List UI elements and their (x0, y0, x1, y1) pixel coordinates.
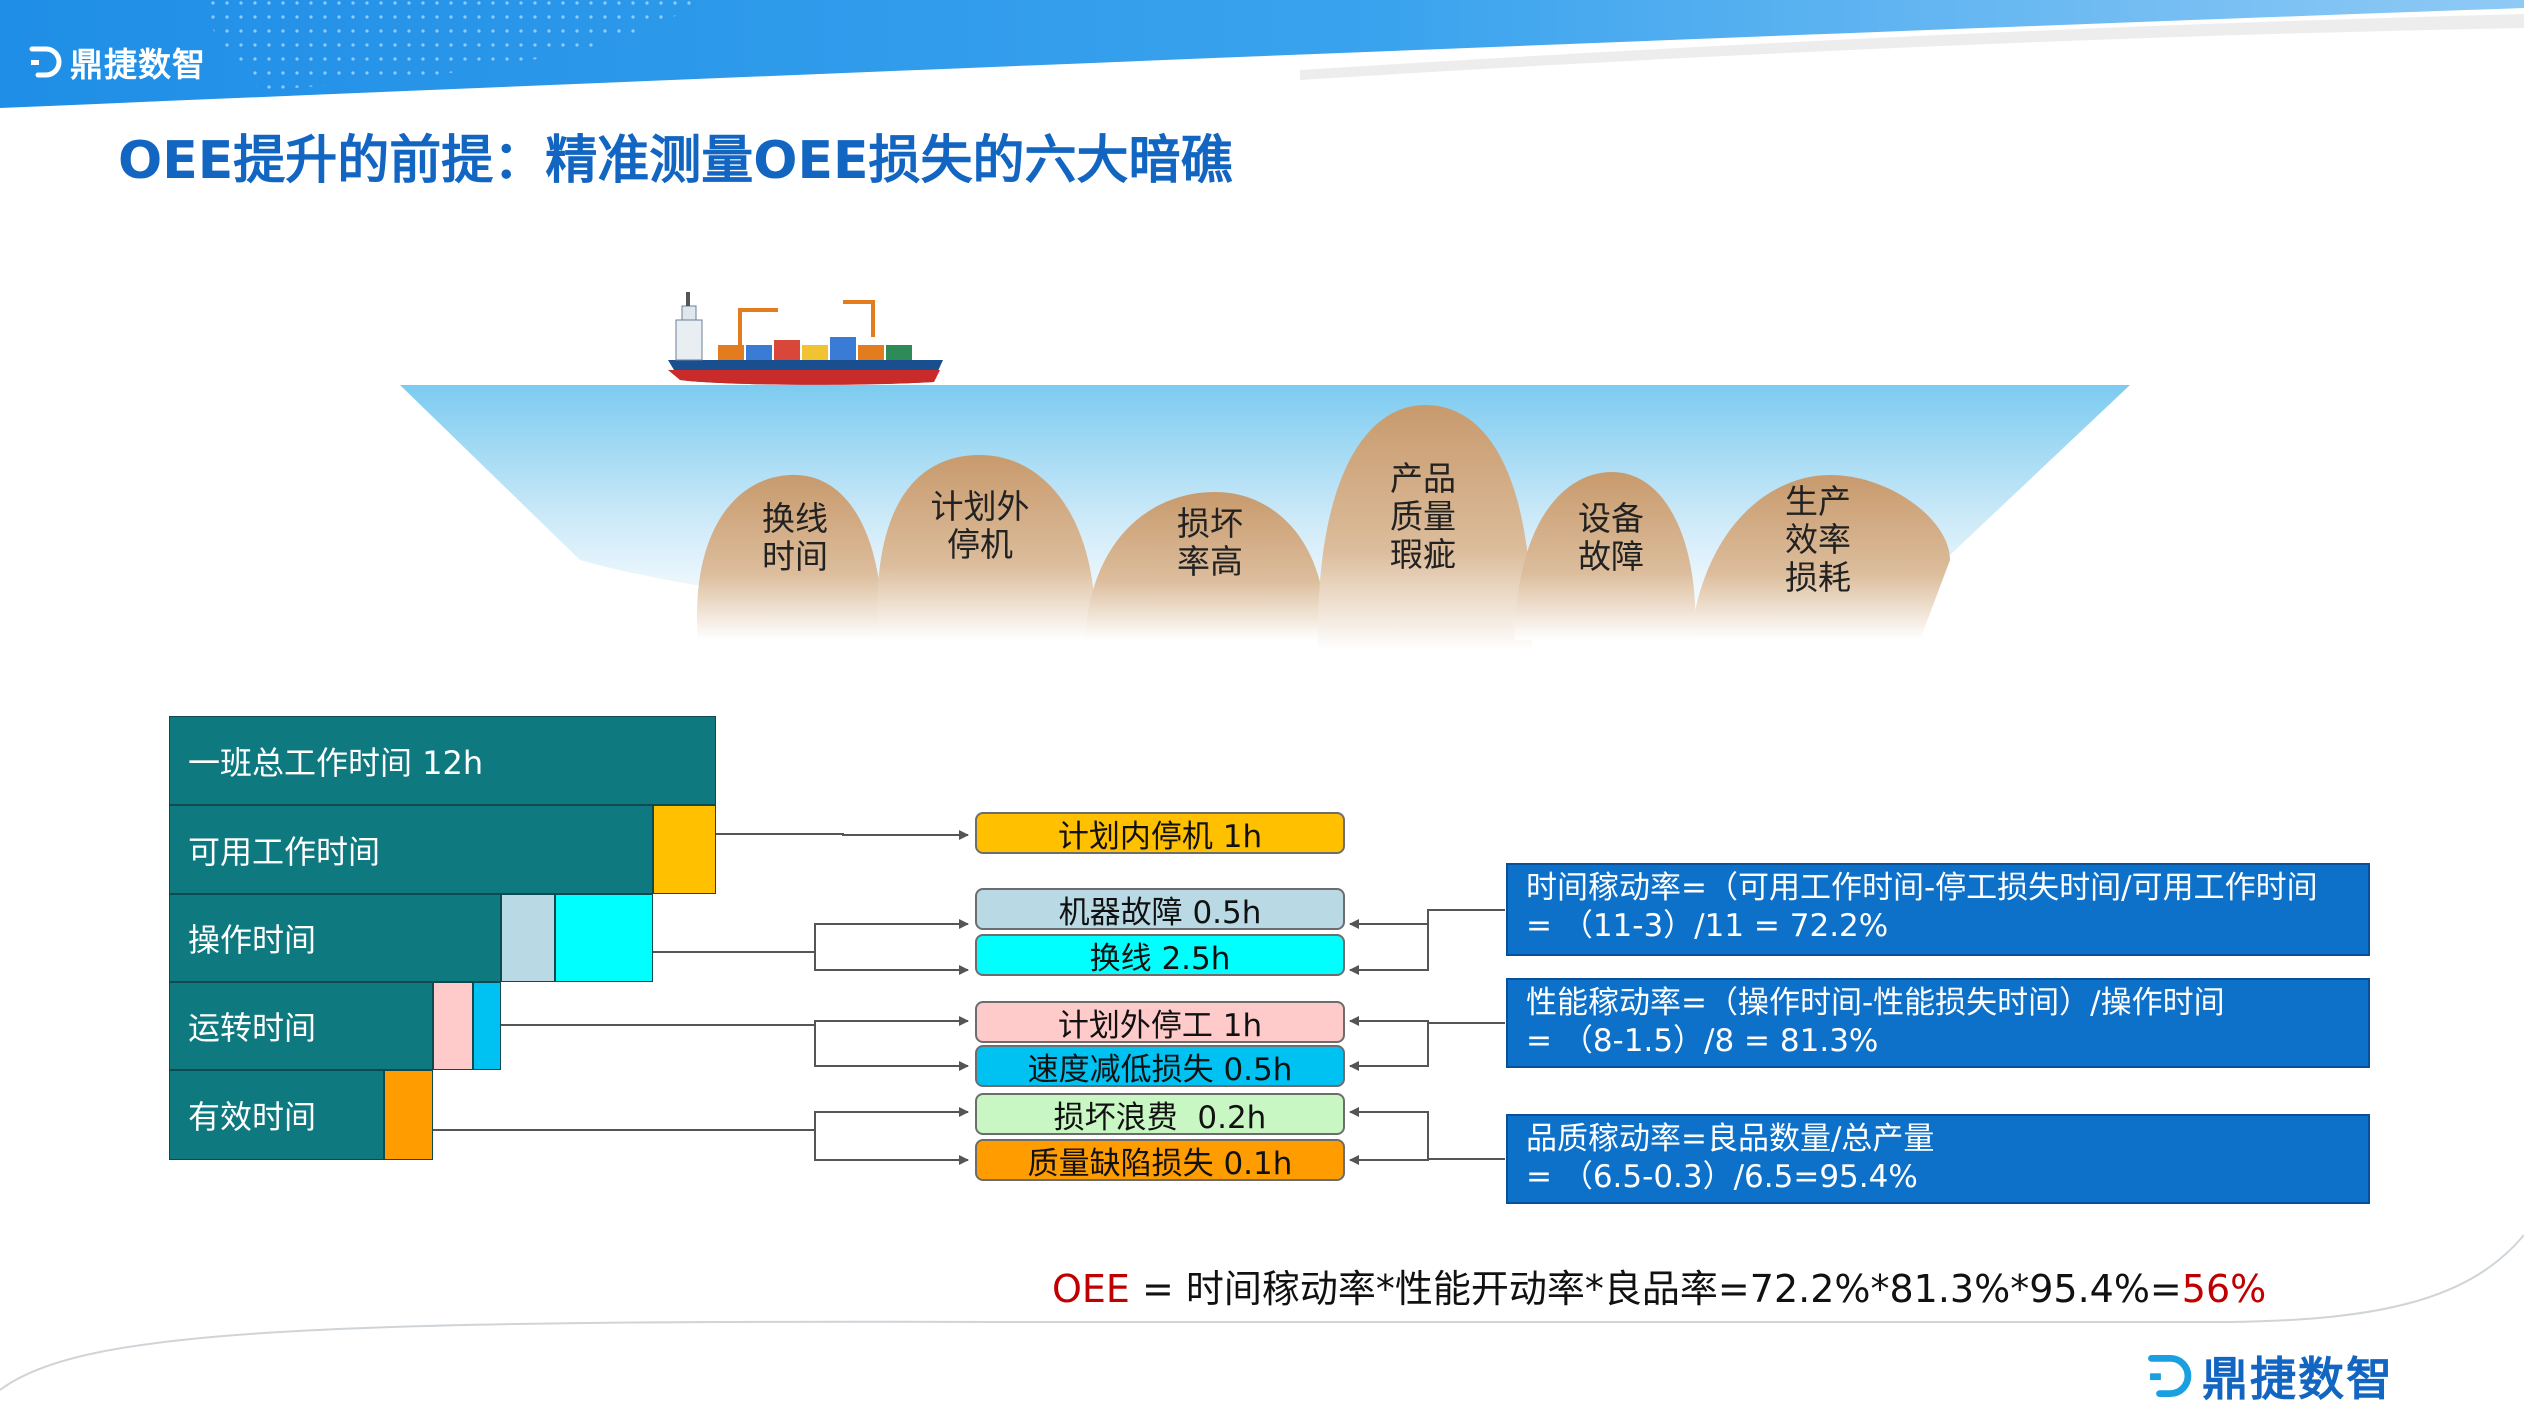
connector-lines (433, 830, 969, 1165)
segment-planned-stop (653, 805, 716, 894)
bar-label: 一班总工作时间 12h (188, 743, 484, 782)
bar-available-time: 可用工作时间 (169, 805, 653, 894)
rate-formula: 性能稼动率=（操作时间-性能损失时间）/操作时间 (1526, 985, 2225, 1021)
reef-4 (1317, 405, 1533, 650)
logo-d-icon (2148, 1355, 2192, 1397)
rate-connector-lines (1349, 909, 1505, 1165)
segment-quality-loss (384, 1070, 433, 1160)
reef-5 (1515, 472, 1696, 640)
reef-1 (696, 474, 883, 640)
oee-label: OEE (1052, 1267, 1130, 1311)
footer-curve (0, 1234, 2524, 1391)
segment-changeover (555, 894, 653, 982)
reef-label-unplanned-downtime: 计划外 停机 (930, 487, 1030, 564)
loss-quality-defects: 质量缺陷损失 0.1h (975, 1139, 1345, 1182)
segment-unplanned-stop (433, 982, 473, 1070)
reef-label-quality-defects: 产品 质量 瑕疵 (1390, 459, 1456, 574)
reef-rocks (696, 405, 1950, 650)
rate-formula: 品质稼动率=良品数量/总产量 (1526, 1121, 1935, 1157)
bar-label: 有效时间 (188, 1098, 317, 1136)
oee-equation: = 时间稼动率*性能开动率*良品率=72.2%*81.3%*95.4%= (1129, 1267, 2182, 1311)
logo-d-icon (29, 46, 62, 78)
header-band (0, 0, 2524, 108)
loss-damage-waste: 损坏浪费 0.2h (975, 1093, 1345, 1136)
loss-planned-downtime: 计划内停机 1h (975, 812, 1345, 855)
reef-label-equipment-failure: 设备 故障 (1578, 499, 1644, 576)
bar-label: 操作时间 (188, 921, 317, 959)
loss-changeover: 换线 2.5h (975, 934, 1345, 977)
rate-result: = （11-3）/11 = 72.2% (1526, 908, 1889, 944)
reef-3 (1085, 492, 1326, 640)
loss-machine-failure: 机器故障 0.5h (975, 888, 1345, 931)
rate-box-quality: 品质稼动率=良品数量/总产量 = （6.5-0.3）/6.5=95.4% (1506, 1114, 2370, 1204)
cargo-ship (668, 292, 943, 385)
oee-result: 56% (2181, 1267, 2267, 1311)
segment-speed-loss (473, 982, 501, 1070)
bar-operating-time: 操作时间 (169, 894, 501, 982)
rate-result: = （6.5-0.3）/6.5=95.4% (1526, 1159, 1918, 1195)
segment-machine-failure (501, 894, 555, 982)
bar-running-time: 运转时间 (169, 982, 433, 1070)
oee-formula: OEE = 时间稼动率*性能开动率*良品率=72.2%*81.3%*95.4%=… (1052, 1258, 2266, 1313)
bar-label: 运转时间 (188, 1009, 317, 1047)
reef-6 (1690, 475, 1950, 640)
bar-total-shift-time: 一班总工作时间 12h (169, 716, 716, 805)
rate-formula: 时间稼动率=（可用工作时间-停工损失时间/可用工作时间 (1526, 870, 2318, 906)
rate-box-performance: 性能稼动率=（操作时间-性能损失时间）/操作时间 = （8-1.5）/8 = 8… (1506, 978, 2370, 1068)
reef-label-changeover: 换线 时间 (762, 499, 828, 576)
reef-label-damage-rate: 损坏 率高 (1177, 504, 1243, 581)
brand-name: 鼎捷数智 (2202, 1352, 2394, 1406)
brand-name: 鼎捷数智 (70, 45, 206, 84)
brand-logo-bottom: 鼎捷数智 (2146, 1343, 2394, 1409)
brand-logo-top: 鼎捷数智 (28, 38, 206, 86)
bar-effective-time: 有效时间 (169, 1070, 384, 1160)
rate-box-availability: 时间稼动率=（可用工作时间-停工损失时间/可用工作时间 = （11-3）/11 … (1506, 863, 2370, 956)
rate-result: = （8-1.5）/8 = 81.3% (1526, 1023, 1879, 1059)
page-title: OEE提升的前提：精准测量OEE损失的六大暗礁 (118, 131, 1233, 191)
loss-speed-reduction: 速度减低损失 0.5h (975, 1045, 1345, 1088)
bar-label: 可用工作时间 (188, 832, 381, 871)
reef-label-efficiency-loss: 生产 效率 损耗 (1785, 482, 1851, 597)
loss-unplanned-stop: 计划外停工 1h (975, 1001, 1345, 1044)
reef-2 (877, 455, 1096, 640)
